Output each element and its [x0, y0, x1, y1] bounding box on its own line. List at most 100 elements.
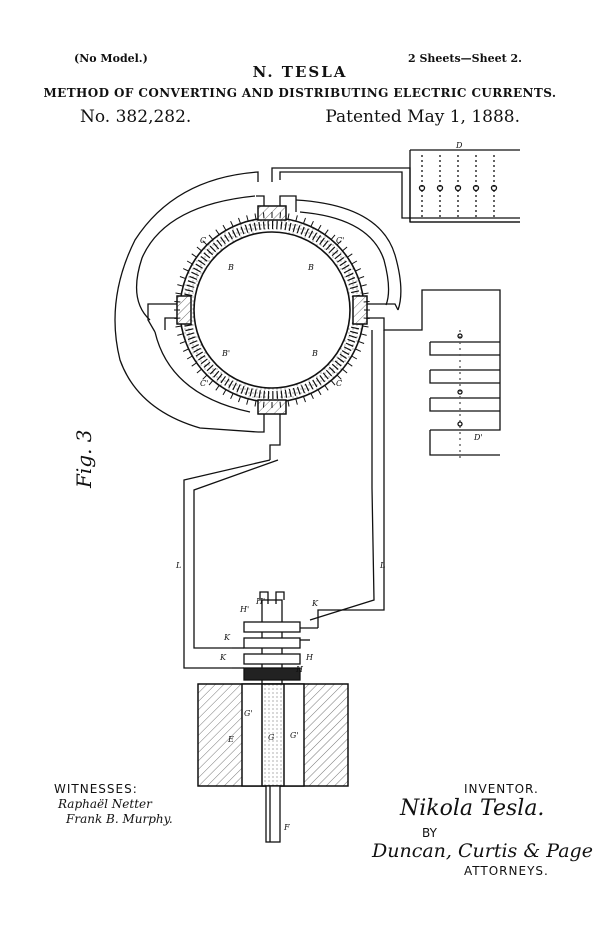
- ring-tick-mark: [254, 400, 257, 407]
- ring-tick-mark: [202, 374, 208, 380]
- witness-1-signature: Raphaël Netter: [58, 797, 152, 811]
- patent-number: No. 382,282.: [80, 107, 192, 127]
- ref-letter-c-prime-2: C': [200, 379, 208, 388]
- ring-tick-mark: [262, 401, 265, 408]
- ring-tick-mark: [222, 389, 227, 396]
- ring-tick-mark: [246, 215, 249, 222]
- ring-tick-mark: [355, 268, 362, 272]
- ref-letter-h-prime-1: H': [239, 605, 249, 614]
- ring-tick-mark: [230, 393, 234, 400]
- attorneys-label: ATTORNEYS.: [464, 864, 549, 878]
- ring-tick-mark: [342, 368, 348, 374]
- ring-tick-mark: [302, 217, 306, 224]
- ring-tick-mark: [182, 268, 189, 272]
- ring-tick-mark: [238, 396, 242, 403]
- ring-tick-mark: [330, 380, 336, 386]
- ring-tick-mark: [215, 385, 220, 391]
- ring-tick-mark: [347, 253, 353, 258]
- ring-tick-mark: [175, 325, 182, 328]
- ring-tick-mark: [208, 234, 214, 240]
- ring-tick-mark: [295, 398, 298, 405]
- ref-letter-b-2: B: [307, 263, 314, 272]
- ring-tick-mark: [177, 284, 184, 287]
- ref-letter-k-2: K: [311, 599, 319, 608]
- ring-tick-mark: [351, 355, 358, 360]
- ring-tick-mark: [342, 246, 348, 252]
- collector-rings: [232, 591, 318, 686]
- ring-tick-mark: [330, 234, 336, 240]
- inventor-label: INVENTOR.: [464, 782, 539, 796]
- lamp-circuit-top: [409, 149, 520, 223]
- ring-tick-mark: [363, 300, 370, 303]
- ring-tick-mark: [179, 276, 186, 280]
- ring-tick-mark: [175, 292, 182, 295]
- sheet-note: 2 Sheets—Sheet 2.: [407, 52, 522, 65]
- ring-tick-mark: [177, 333, 184, 336]
- ring-tick-mark: [287, 400, 290, 407]
- ring-tick-mark: [174, 317, 181, 320]
- ring-tick-mark: [246, 398, 249, 405]
- ring-tick-mark: [362, 325, 369, 328]
- inner-wiring: [147, 195, 501, 460]
- ref-letter-c-2: C: [336, 379, 342, 388]
- ref-letter-c-prime-1: C': [336, 236, 344, 245]
- ref-letter-d-prime: D': [473, 433, 483, 442]
- reference-letters: D D' C C' C' C B B B' B L L H' H' K K K …: [175, 141, 483, 832]
- ring-tick-mark: [358, 276, 365, 280]
- ref-letter-d: D: [455, 141, 463, 150]
- ref-letter-b-1: B: [227, 263, 234, 272]
- witnesses-label: WITNESSES:: [54, 782, 138, 796]
- ring-tick-mark: [362, 292, 369, 295]
- ring-tick-mark: [324, 229, 329, 235]
- ring-tick-mark: [336, 374, 342, 380]
- outer-field-conductor: [114, 167, 520, 433]
- ref-letter-k-1: K: [223, 633, 231, 642]
- model-note: (No Model.): [74, 52, 148, 65]
- ring-tick-mark: [287, 213, 290, 220]
- ring-tick-mark: [182, 348, 189, 352]
- ref-letter-h-2: H: [295, 665, 304, 674]
- ring-tick-mark: [317, 389, 322, 396]
- inventor-name: N. TESLA: [252, 63, 348, 81]
- ring-tick-mark: [191, 253, 197, 258]
- ring-tick-mark: [336, 240, 342, 246]
- witness-2-signature: Frank B. Murphy.: [66, 812, 173, 826]
- ring-tick-mark: [202, 240, 208, 246]
- ref-letter-b-prime: B': [221, 349, 230, 358]
- ring-tick-mark: [174, 300, 181, 303]
- ring-tick-mark: [310, 220, 314, 227]
- ref-letter-g-prime-2: G': [290, 731, 299, 740]
- ring-tick-mark: [347, 362, 353, 367]
- ring-tick-mark: [230, 220, 234, 227]
- ring-tick-mark: [179, 340, 186, 344]
- patent-date: Patented May 1, 1888.: [325, 107, 520, 127]
- ref-letter-l-2: L: [379, 561, 385, 570]
- ring-tick-mark: [363, 317, 370, 320]
- by-label: BY: [422, 826, 437, 840]
- ring-tick-mark: [196, 368, 202, 374]
- ref-letter-f: F: [283, 823, 290, 832]
- ring-tick-mark: [215, 229, 220, 235]
- ring-tick-mark: [254, 213, 257, 220]
- field-magnet: [197, 683, 349, 843]
- ref-letter-g: G: [268, 733, 275, 742]
- ring-tick-mark: [358, 340, 365, 344]
- patent-title: METHOD OF CONVERTING AND DISTRIBUTING EL…: [43, 86, 557, 100]
- ref-letter-l-1: L: [175, 561, 181, 570]
- ring-tick-mark: [324, 385, 329, 391]
- ref-letter-b-3: B: [311, 349, 318, 358]
- ref-letter-h-prime-2: H': [255, 597, 265, 606]
- ring-tick-mark: [302, 396, 306, 403]
- ring-tick-mark: [262, 212, 265, 219]
- ring-tick-mark: [279, 212, 282, 219]
- ring-tick-mark: [208, 380, 214, 386]
- ref-letter-e: E: [227, 735, 234, 744]
- ring-tick-mark: [295, 215, 298, 222]
- ring-tick-mark: [191, 362, 197, 367]
- ring-tick-mark: [351, 260, 358, 265]
- ring-tick-mark: [360, 284, 367, 287]
- inventor-signature: Nikola Tesla.: [400, 796, 545, 821]
- ring-tick-mark: [360, 333, 367, 336]
- attorney-signature: Duncan, Curtis & Page: [372, 840, 593, 862]
